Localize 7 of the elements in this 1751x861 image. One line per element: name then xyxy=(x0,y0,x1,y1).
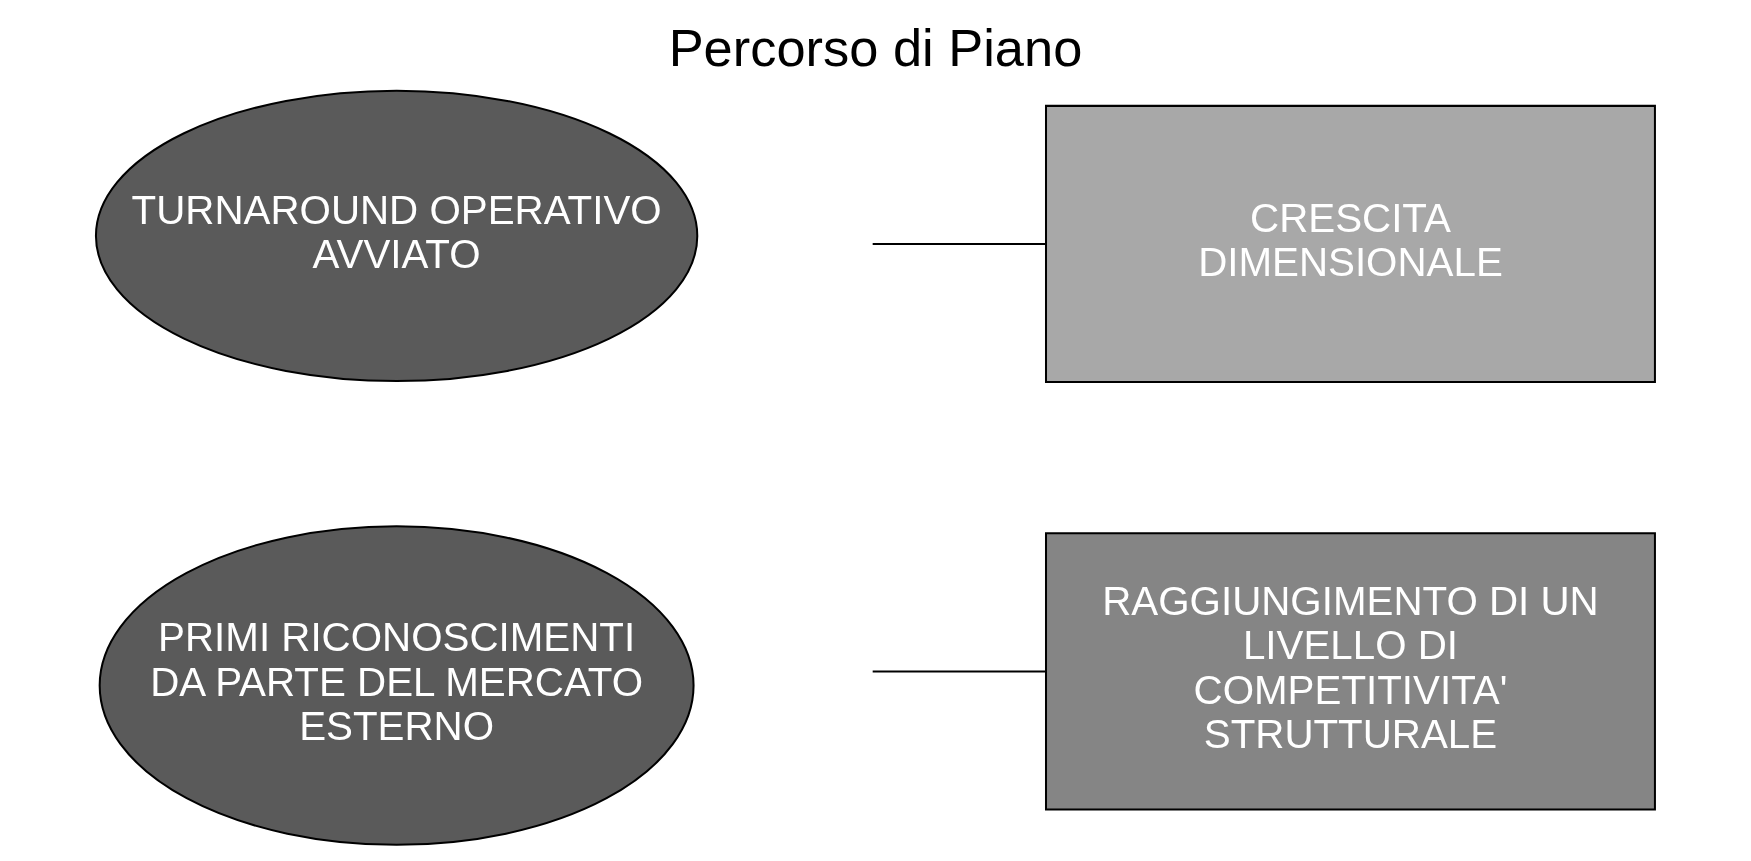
diagram-title: Percorso di Piano xyxy=(668,19,1083,78)
connector xyxy=(872,670,1046,673)
node-box: CRESCITA DIMENSIONALE xyxy=(1045,104,1656,384)
node-box: RAGGIUNGIMENTO DI UN LIVELLO DI COMPETITIVITA' STRUTTURALE xyxy=(1045,532,1656,811)
connector xyxy=(872,243,1046,245)
node-ellipse: TURNAROUND OPERATIVO AVVIATO xyxy=(94,89,699,383)
node-ellipse: PRIMI RICONOSCIMENTI DA PARTE DEL MERCATO ESTERNO xyxy=(98,525,695,846)
